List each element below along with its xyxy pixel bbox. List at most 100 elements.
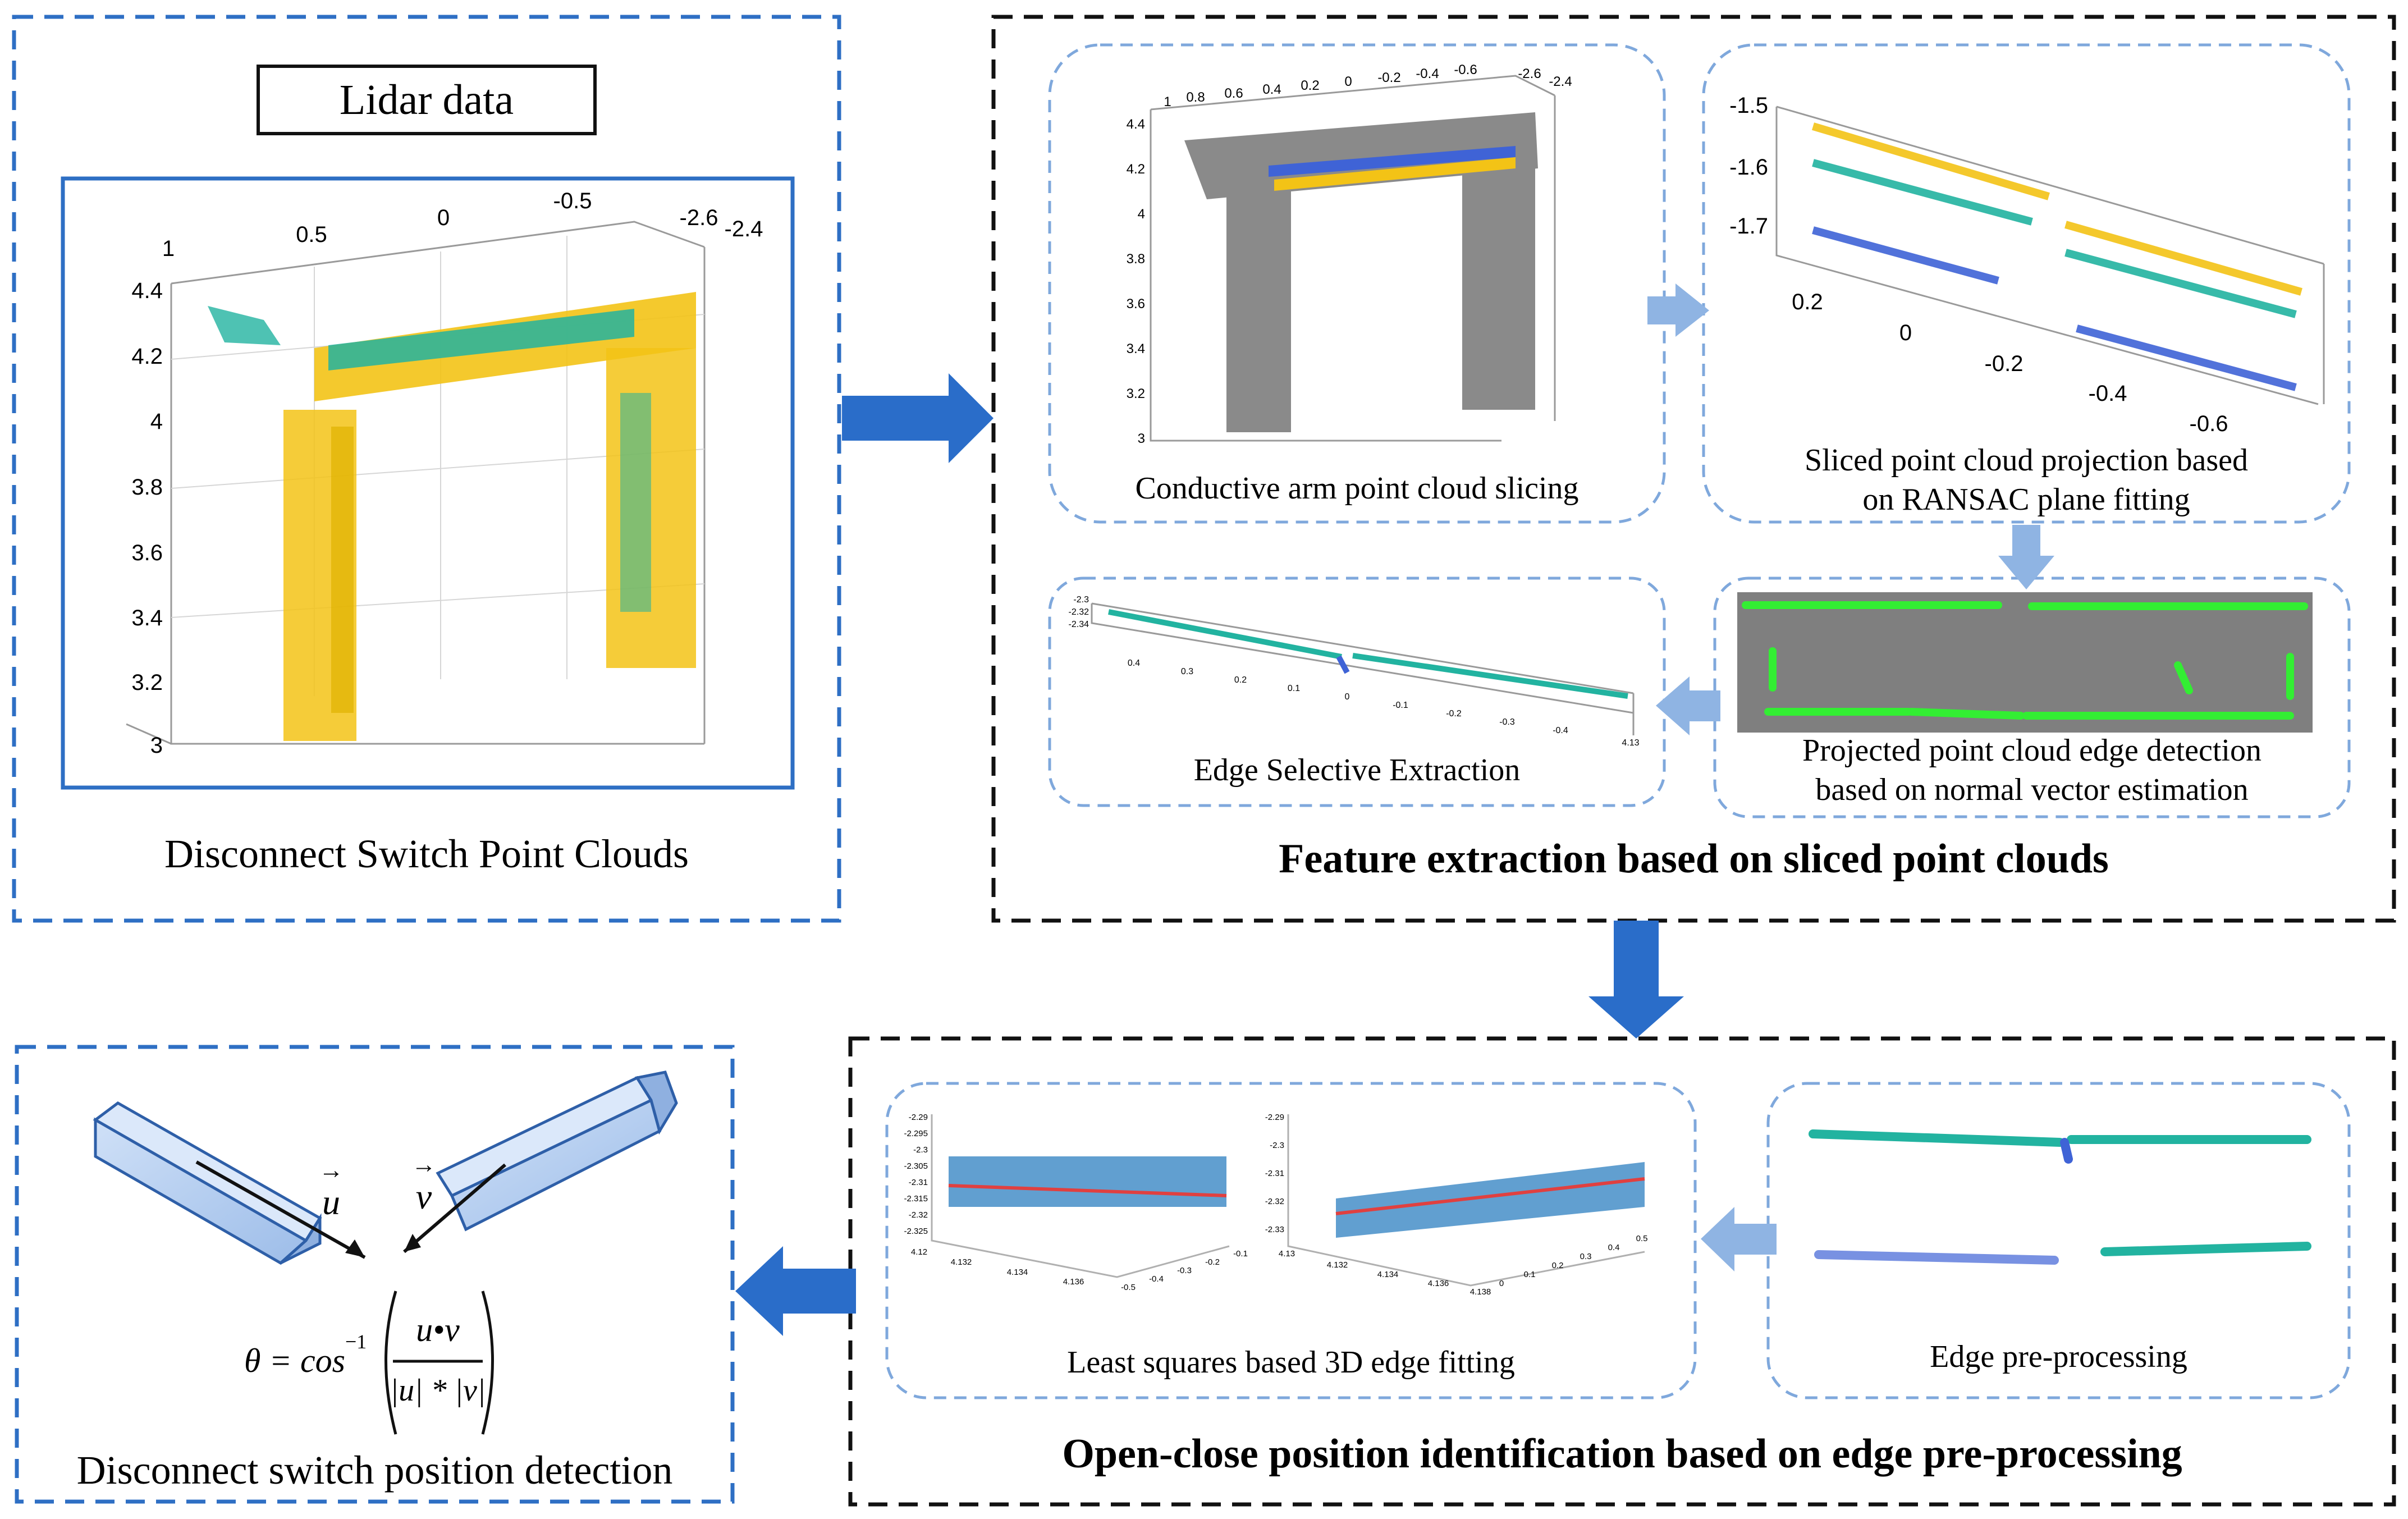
- feature-extraction-frame: [991, 15, 2396, 923]
- lidar-point-cloud: [208, 292, 696, 741]
- edge-selective-x-tick: 0.4: [1127, 658, 1141, 668]
- edge-selective-z-tick: -2.34: [1068, 620, 1089, 629]
- lidar-title-box: [257, 65, 597, 135]
- projection-teal-slice-b: [2064, 249, 2297, 318]
- lidar-z-tick: 4: [150, 409, 163, 434]
- slicing-x-tick: 0.8: [1186, 90, 1205, 105]
- least-squares-caption: Least squares based 3D edge fitting: [1067, 1345, 1515, 1380]
- edge-detection-caption-line1: Projected point cloud edge detection: [1802, 733, 2261, 768]
- arrow-edge-detection-to-selective: [1656, 676, 1720, 735]
- lidar-x-tick: 0.5: [296, 222, 327, 247]
- bar-v-end: [634, 1070, 678, 1135]
- projection-blue-slice-b: [2076, 324, 2297, 391]
- ls-left-x-tick: -0.5: [1121, 1283, 1136, 1292]
- slicing-slice-blue: [1269, 146, 1516, 177]
- ls-right-x-tick: 0.3: [1580, 1252, 1592, 1261]
- slicing-x-tick: 0.6: [1224, 86, 1243, 101]
- lidar-z-tick: 4.2: [131, 344, 163, 369]
- ls-right-z-tick: -2.32: [1265, 1197, 1284, 1206]
- projection-caption-line2: on RANSAC plane fitting: [1862, 482, 2190, 517]
- edge-selective-x-tick: -0.2: [1446, 709, 1462, 719]
- arrow-feature-to-open-close: [1588, 921, 1684, 1038]
- lidar-x-tick: -2.4: [724, 217, 763, 241]
- edge-selective-x-tick: 0.1: [1287, 684, 1301, 693]
- slicing-z-tick: 3: [1137, 431, 1145, 446]
- least-squares-right-fit: [1335, 1177, 1645, 1215]
- edge-selective-x-tick: 0: [1344, 692, 1350, 702]
- projection-slices: [1812, 122, 2302, 391]
- ls-right-x-tick: 0: [1499, 1279, 1504, 1288]
- arrow-slicing-to-projection: [1647, 283, 1709, 337]
- formula-left-paren: [384, 1291, 397, 1435]
- ls-right-y-tick: 4.136: [1427, 1279, 1449, 1288]
- lidar-x-tick: 1: [162, 236, 175, 261]
- lidar-left-inner: [331, 427, 354, 713]
- ls-left-y-tick: 4.12: [910, 1247, 928, 1257]
- position-detection-frame: [15, 1045, 735, 1504]
- bar-u-shape: [93, 1101, 322, 1265]
- edge-selective-x-tick: -0.1: [1393, 701, 1408, 710]
- edge-selective-points: [1108, 609, 1628, 699]
- ls-left-y-tick: 4.134: [1006, 1268, 1028, 1277]
- slicing-point-cloud: [1184, 112, 1538, 432]
- projection-x-tick: 0.2: [1792, 290, 1823, 314]
- slicing-x-tick: 0.4: [1262, 82, 1281, 97]
- formula-denominator: |u| * |v|: [390, 1373, 486, 1408]
- slicing-x-tick: -2.4: [1549, 74, 1572, 89]
- feature-extraction-title: Feature extraction based on sliced point…: [1279, 836, 2109, 882]
- lidar-x-tick: 0: [437, 205, 450, 230]
- slicing-caption: Conductive arm point cloud slicing: [1135, 471, 1579, 506]
- open-close-frame: [848, 1036, 2396, 1507]
- ls-left-x-tick: -0.2: [1205, 1257, 1220, 1267]
- preprocessing-bottom-right: [2100, 1242, 2311, 1256]
- position-detection-caption: Disconnect switch position detection: [76, 1448, 673, 1493]
- slicing-x-tick: 0.2: [1301, 78, 1320, 93]
- ls-right-z-tick: -2.3: [1270, 1141, 1284, 1150]
- open-close-title: Open-close position identification based…: [1062, 1431, 2182, 1477]
- ls-left-x-tick: -0.3: [1177, 1266, 1192, 1275]
- least-squares-right-plot: [1287, 1114, 1645, 1287]
- lidar-caption: Disconnect Switch Point Clouds: [164, 831, 689, 876]
- ls-right-z-tick: -2.29: [1265, 1113, 1284, 1122]
- slicing-z-tick: 4.4: [1126, 117, 1145, 132]
- ls-right-y-tick: 4.134: [1377, 1270, 1399, 1279]
- projection-yellow-slice-b: [2064, 221, 2302, 296]
- ls-left-y-tick: 4.136: [1063, 1277, 1084, 1287]
- vector-v-arrow: [403, 1163, 506, 1253]
- edge-selective-x-tick: -0.4: [1553, 726, 1568, 735]
- ls-right-x-tick: 0.4: [1608, 1243, 1620, 1252]
- lidar-z-tick: 3.8: [131, 475, 163, 500]
- least-squares-right-scatter: [1336, 1162, 1645, 1238]
- vector-u-label: u: [322, 1182, 340, 1222]
- projection-caption-line1: Sliced point cloud projection based: [1804, 443, 2249, 478]
- slicing-z-tick: 4: [1137, 207, 1145, 222]
- slicing-z-tick: 4.2: [1126, 162, 1145, 177]
- bar-v-shape: [436, 1070, 678, 1232]
- ls-left-z-tick: -2.315: [904, 1194, 928, 1204]
- vector-v-arrow-mark: →: [411, 1151, 436, 1178]
- vector-u-arrow: [195, 1160, 366, 1259]
- formula-lhs: θ = cos: [244, 1342, 345, 1379]
- lidar-panel-frame: [12, 15, 841, 923]
- projection-x-tick: 0: [1899, 321, 1912, 345]
- slicing-panel: [1048, 43, 1666, 524]
- ls-right-z-tick: -2.33: [1265, 1225, 1284, 1234]
- edge-selective-z-tick: -2.3: [1073, 595, 1089, 605]
- projection-x-tick: -0.4: [2088, 381, 2127, 406]
- ls-left-z-tick: -2.295: [904, 1129, 928, 1138]
- ls-right-x-tick: 0.1: [1523, 1270, 1536, 1279]
- slicing-right-pillar: [1462, 157, 1535, 410]
- formula-right-paren: [481, 1291, 494, 1435]
- ls-left-z-tick: -2.29: [908, 1113, 928, 1122]
- edge-selective-caption: Edge Selective Extraction: [1193, 753, 1521, 788]
- vector-v-arrowhead: [404, 1234, 421, 1252]
- arrow-projection-to-edge-detection: [1998, 525, 2054, 589]
- projection-z-tick: -1.5: [1729, 93, 1768, 118]
- lidar-z-tick: 4.4: [131, 278, 163, 303]
- preprocessing-edges: [1809, 1129, 2311, 1265]
- ls-left-z-tick: -2.325: [904, 1227, 928, 1236]
- formula-numerator: u•v: [416, 1311, 460, 1348]
- lidar-z-tick: 3.6: [131, 541, 163, 565]
- projection-z-tick: -1.7: [1729, 214, 1768, 239]
